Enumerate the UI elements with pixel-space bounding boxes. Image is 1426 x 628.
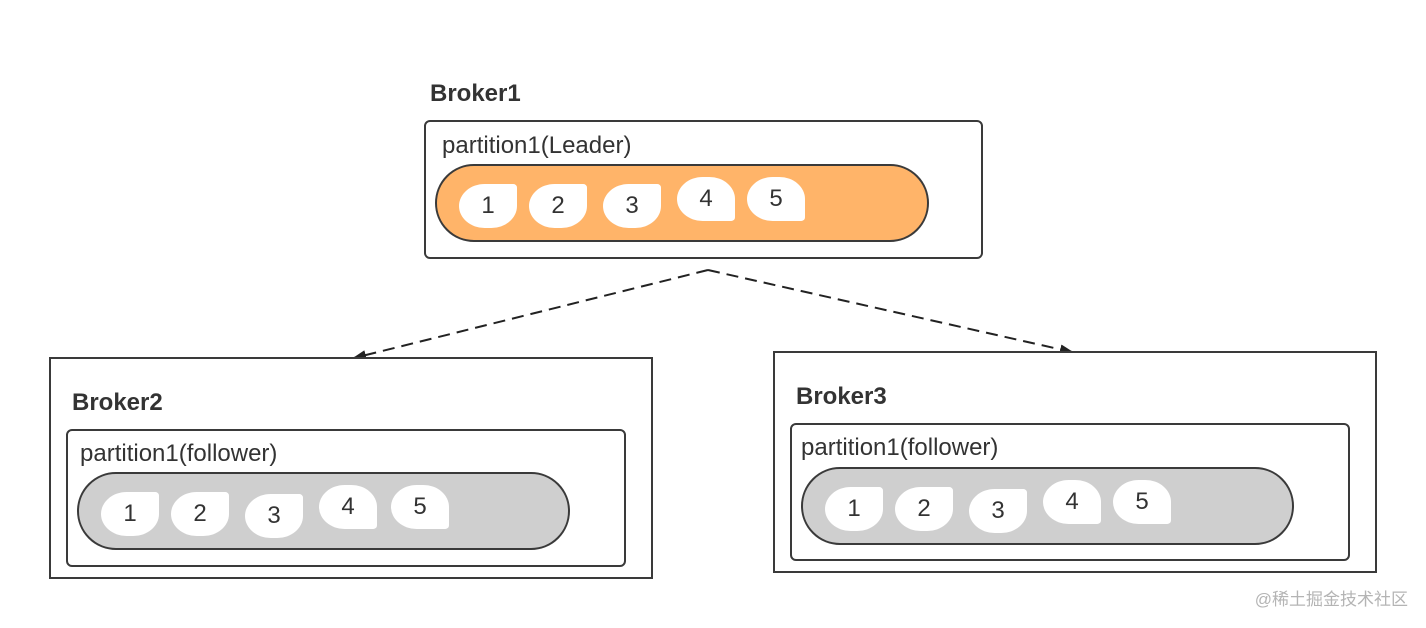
broker1-message-log: 1 2 3 4 5 — [435, 164, 929, 242]
message-3: 3 — [245, 494, 303, 538]
message-2: 2 — [171, 492, 229, 536]
message-5: 5 — [391, 485, 449, 529]
broker2-box: Broker2 partition1(follower) 1 2 3 4 5 — [49, 357, 653, 579]
broker2-partition-label: partition1(follower) — [80, 440, 278, 467]
broker3-box: Broker3 partition1(follower) 1 2 3 4 5 — [773, 351, 1377, 573]
message-1: 1 — [101, 492, 159, 536]
arrow-to-broker2 — [352, 269, 709, 360]
message-5: 5 — [747, 177, 805, 221]
broker3-message-log: 1 2 3 4 5 — [801, 467, 1294, 545]
broker3-title: Broker3 — [796, 383, 887, 410]
message-4: 4 — [1043, 480, 1101, 524]
broker1-partition-label: partition1(Leader) — [442, 132, 632, 159]
message-4: 4 — [319, 485, 377, 529]
watermark: @稀土掘金技术社区 — [1254, 590, 1408, 609]
arrow-to-broker3 — [707, 269, 1074, 355]
broker2-title: Broker2 — [72, 389, 163, 416]
broker3-partition-label: partition1(follower) — [801, 434, 999, 461]
broker2-message-log: 1 2 3 4 5 — [77, 472, 570, 550]
broker1-partition-box: partition1(Leader) 1 2 3 4 5 — [424, 120, 983, 259]
broker1-title: Broker1 — [430, 80, 521, 107]
message-2: 2 — [529, 184, 587, 228]
message-1: 1 — [825, 487, 883, 531]
message-3: 3 — [603, 184, 661, 228]
message-3: 3 — [969, 489, 1027, 533]
message-5: 5 — [1113, 480, 1171, 524]
broker3-partition-box: partition1(follower) 1 2 3 4 5 — [790, 423, 1350, 561]
broker2-partition-box: partition1(follower) 1 2 3 4 5 — [66, 429, 626, 567]
message-2: 2 — [895, 487, 953, 531]
message-4: 4 — [677, 177, 735, 221]
message-1: 1 — [459, 184, 517, 228]
